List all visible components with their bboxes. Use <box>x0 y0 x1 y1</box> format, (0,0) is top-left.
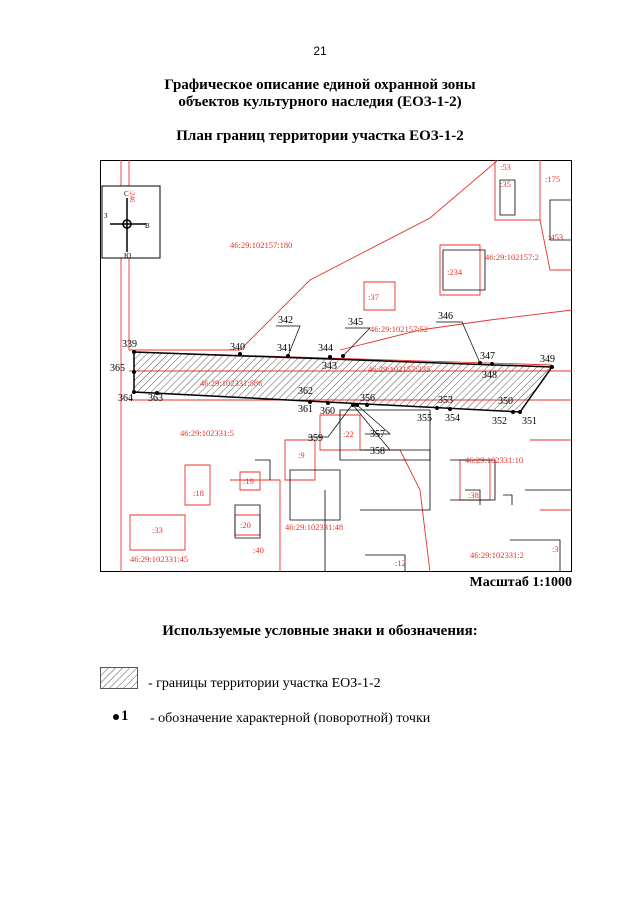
parcel-label: :40 <box>253 545 264 555</box>
point-label: 340 <box>230 342 245 353</box>
parcel-label: :35 <box>500 179 511 189</box>
parcel-label: :246 <box>128 190 136 203</box>
compass-west: З <box>104 212 108 220</box>
parcel-label: :12 <box>395 558 406 568</box>
point-labels: 339 340 341 342 343 344 345 346 347 348 … <box>110 311 555 457</box>
leader-lines <box>276 321 481 451</box>
parcel-label: 46:29:102157:235 <box>368 364 430 374</box>
legend-point-text: - обозначение характерной (поворотной) т… <box>150 711 431 726</box>
parcel-label: 46:29:102331:586 <box>200 378 262 388</box>
parcel-label: 46:29:102331:10 <box>465 455 523 465</box>
point-label: 354 <box>445 413 460 424</box>
point-dot-icon <box>113 713 119 720</box>
parcel-label: :37 <box>368 292 379 302</box>
building-outlines <box>234 179 572 572</box>
parcel-label: :38 <box>468 490 479 500</box>
parcel-label: :20 <box>240 520 251 530</box>
parcel-label: 46:29:102157:2 <box>485 252 539 262</box>
legend-boundary-text: - границы территории участка ЕОЗ-1-2 <box>148 676 381 691</box>
parcel-label: :53 <box>500 162 511 172</box>
point-label: 356 <box>360 393 375 404</box>
point-label: 351 <box>522 416 537 427</box>
point-label: 358 <box>370 446 385 457</box>
legend-point-symbol: 1 <box>113 708 129 725</box>
document-title: Графическое описание единой охранной зон… <box>0 77 640 111</box>
parcel-labels: 46:29:102157:180 46:29:102157:52 46:29:1… <box>128 162 563 568</box>
point-label: 353 <box>438 395 453 406</box>
point-label: 349 <box>540 354 555 365</box>
parcel-label: :9 <box>298 450 305 460</box>
parcel-label: :22 <box>343 429 354 439</box>
compass-east: В <box>145 222 150 230</box>
parcel-label: :234 <box>447 267 463 277</box>
point-label: 357 <box>370 429 385 440</box>
parcel-label: :19 <box>243 476 254 486</box>
parcel-label: 46:29:102331:48 <box>285 522 343 532</box>
point-label: 363 <box>148 393 163 404</box>
scale-label: Масштаб 1:1000 <box>469 575 572 590</box>
point-label: 359 <box>308 433 323 444</box>
title-line-2: объектов культурного наследия (ЕОЗ-1-2) <box>178 94 462 110</box>
parcel-label: 46:29:102331:45 <box>130 554 188 564</box>
parcel-label: :453 <box>548 232 563 242</box>
point-label: 343 <box>322 361 337 372</box>
title-line-1: Графическое описание единой охранной зон… <box>164 77 476 93</box>
point-label: 361 <box>298 404 313 415</box>
compass-north: С <box>124 190 129 198</box>
point-label: 355 <box>417 413 432 424</box>
point-label: 362 <box>298 386 313 397</box>
cadastral-map: С Ю З В 46:29:102157:180 46:29:102157:52… <box>100 160 572 572</box>
point-label: 341 <box>277 343 292 354</box>
point-label: 365 <box>110 363 125 374</box>
point-label: 346 <box>438 311 453 322</box>
parcel-label: 46:29:102157:52 <box>370 324 428 334</box>
page-number: 21 <box>313 44 327 58</box>
point-label: 350 <box>498 396 513 407</box>
point-label: 342 <box>278 315 293 326</box>
plan-subtitle: План границ территории участка ЕОЗ-1-2 <box>176 128 464 144</box>
point-label: 360 <box>320 406 335 417</box>
parcel-label: :33 <box>152 525 163 535</box>
legend-title: Используемые условные знаки и обозначени… <box>162 623 478 639</box>
parcel-label: 46:29:102331:5 <box>180 428 234 438</box>
parcel-label: :3 <box>552 544 559 554</box>
compass-icon: С Ю З В <box>101 185 161 260</box>
hatched-boundary-swatch <box>100 667 138 689</box>
point-label: 344 <box>318 343 333 354</box>
parcel-label: :175 <box>545 174 560 184</box>
point-label: 339 <box>122 339 137 350</box>
point-label: 347 <box>480 351 495 362</box>
point-label: 364 <box>118 393 133 404</box>
point-label: 348 <box>482 370 497 381</box>
parcel-label: :18 <box>193 488 204 498</box>
point-label: 345 <box>348 317 363 328</box>
parcel-label: 46:29:102157:180 <box>230 240 292 250</box>
point-label: 352 <box>492 416 507 427</box>
compass-south: Ю <box>124 252 131 260</box>
legend-point-number: 1 <box>121 708 129 724</box>
parcel-label: 46:29:102331:2 <box>470 550 524 560</box>
